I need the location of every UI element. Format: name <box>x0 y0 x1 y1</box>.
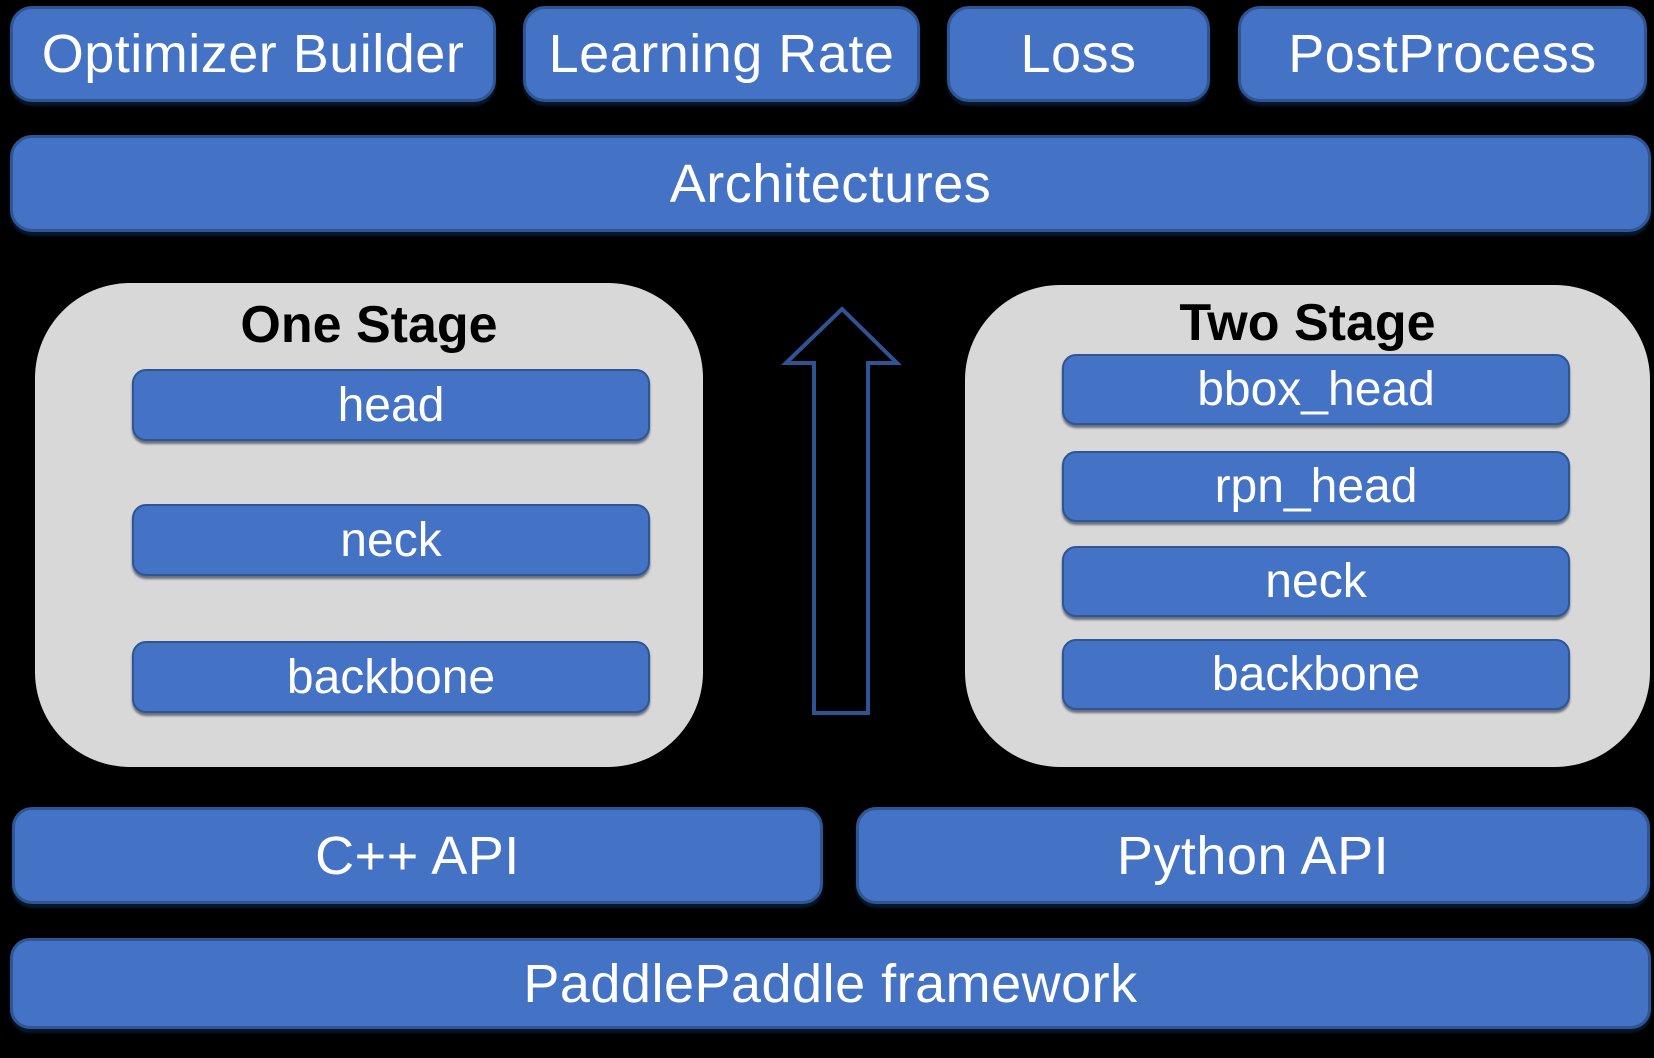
two-stage-bar-neck: neck <box>1062 546 1570 617</box>
box-postprocess: PostProcess <box>1238 6 1647 102</box>
box-optimizer-builder: Optimizer Builder <box>10 6 496 102</box>
python-api-bar: Python API <box>856 807 1650 904</box>
architectures-bar: Architectures <box>10 135 1651 232</box>
one-stage-bar-backbone: backbone <box>132 641 650 713</box>
two-stage-bar-rpn-head: rpn_head <box>1062 451 1570 522</box>
one-stage-bar-head: head <box>132 369 650 441</box>
two-stage-container: Two Stage bbox_head rpn_head neck backbo… <box>965 285 1650 767</box>
two-stage-bar-backbone: backbone <box>1062 639 1570 710</box>
cpp-api-bar: C++ API <box>12 807 823 904</box>
box-learning-rate: Learning Rate <box>523 6 920 102</box>
one-stage-container: One Stage head neck backbone <box>35 283 703 767</box>
two-stage-bar-bbox-head: bbox_head <box>1062 354 1570 425</box>
one-stage-title: One Stage <box>240 296 498 354</box>
one-stage-bar-neck: neck <box>132 504 650 576</box>
paddlepaddle-framework-bar: PaddlePaddle framework <box>10 938 1651 1029</box>
box-loss: Loss <box>947 6 1210 102</box>
two-stage-title: Two Stage <box>1179 294 1436 352</box>
